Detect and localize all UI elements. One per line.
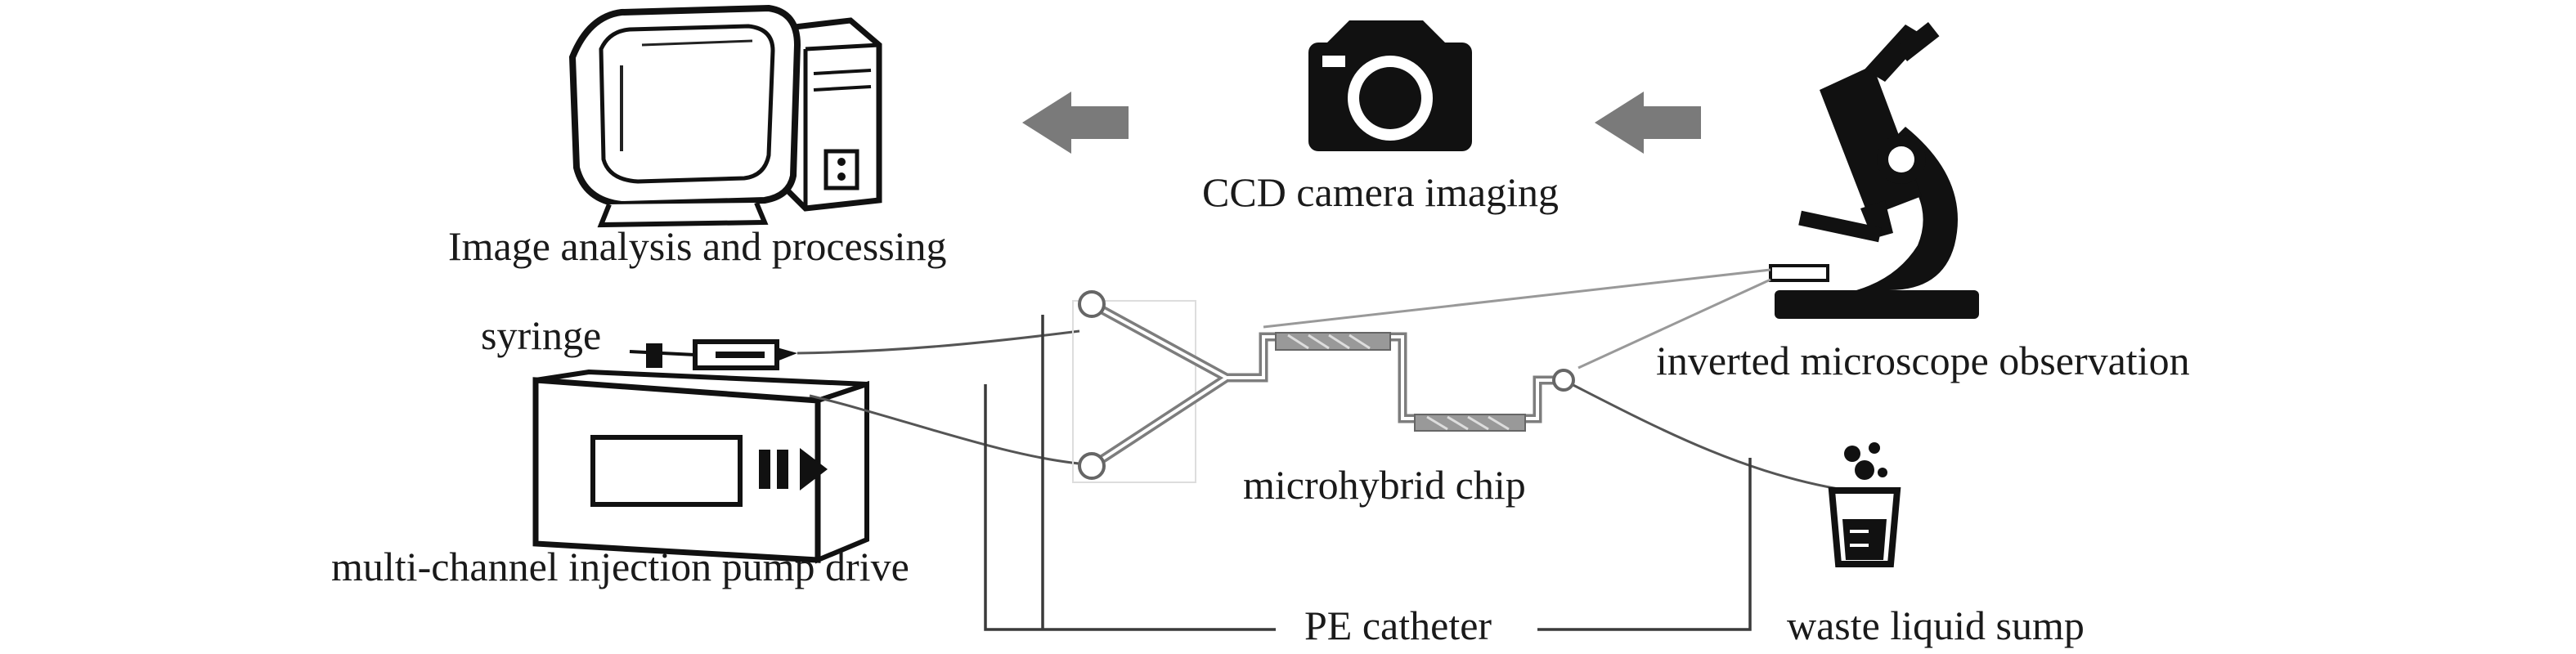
label-waste-sump: waste liquid sump <box>1787 602 2085 648</box>
computer-icon <box>568 4 882 228</box>
label-image-analysis: Image analysis and processing <box>448 223 947 269</box>
pe-bracket-left-outer <box>984 384 1276 631</box>
pe-bracket-right <box>1537 458 1752 631</box>
chip-icon <box>1072 290 1575 483</box>
microscope-icon <box>1769 21 1979 319</box>
tube-line-waste <box>1563 379 1849 492</box>
label-pe-catheter: PE catheter <box>1304 602 1492 648</box>
camera-icon <box>1308 20 1472 151</box>
label-ccd-camera: CCD camera imaging <box>1202 169 1559 215</box>
beaker-icon <box>1828 442 1901 567</box>
pump-icon <box>532 369 869 564</box>
label-microhybrid-chip: microhybrid chip <box>1243 462 1526 508</box>
observation-line-upper <box>1263 268 1771 329</box>
label-inverted-microscope: inverted microscope observation <box>1656 338 2190 383</box>
tube-line-upper <box>797 329 1080 355</box>
syringe-icon <box>629 339 797 370</box>
label-pump-drive: multi-channel injection pump drive <box>331 544 909 589</box>
observation-line-lower <box>1577 278 1771 370</box>
left-arrow-icon <box>1022 92 1129 154</box>
label-syringe: syringe <box>481 312 602 358</box>
tube-line-lower <box>809 394 1088 466</box>
left-arrow-icon <box>1595 92 1701 154</box>
